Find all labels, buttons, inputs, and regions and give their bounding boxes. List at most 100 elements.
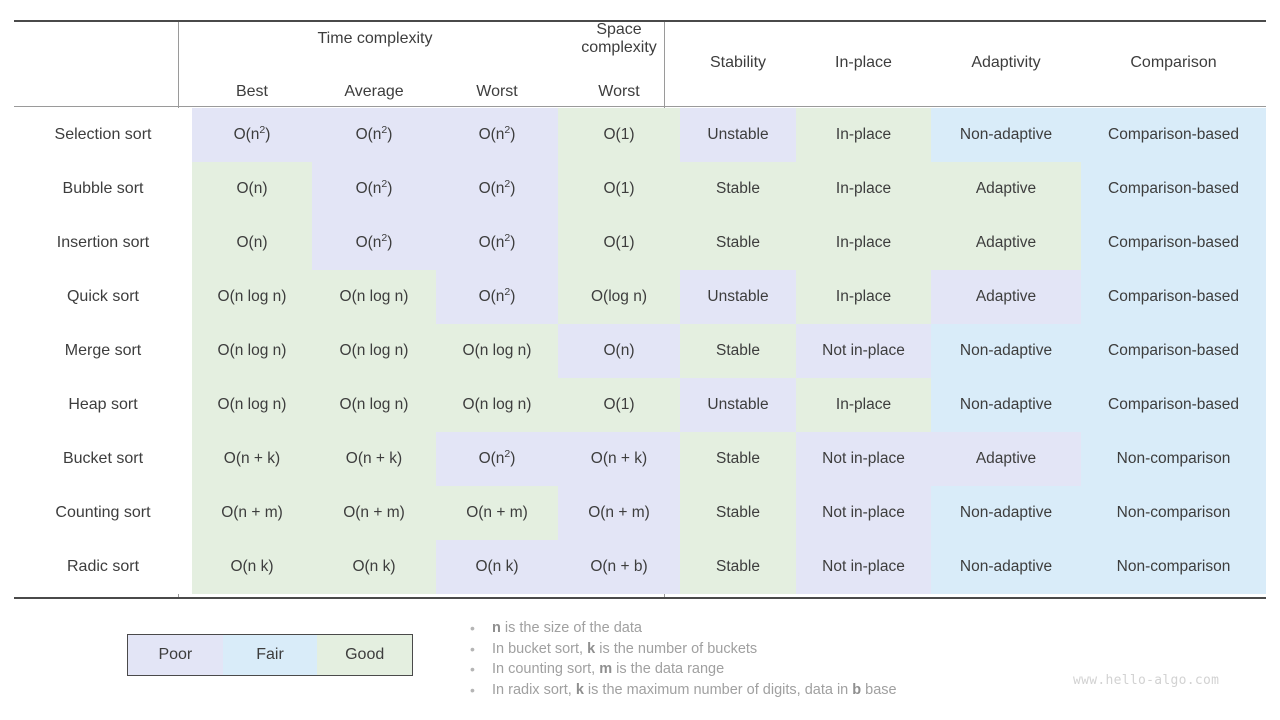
cell-in-place: In-place (796, 216, 931, 270)
header-algorithm-blank (14, 59, 192, 108)
comparison-table-wrap: Time complexity Space complexity Stabili… (14, 20, 1266, 594)
cell-comparison: Comparison-based (1081, 270, 1266, 324)
cell-adaptivity: Non-adaptive (931, 324, 1081, 378)
cell-in-place: In-place (796, 162, 931, 216)
cell-in-place: In-place (796, 378, 931, 432)
table-head: Time complexity Space complexity Stabili… (14, 20, 1266, 108)
row-algorithm-name: Counting sort (14, 486, 192, 540)
cell-adaptivity: Adaptive (931, 216, 1081, 270)
footnotes: •n is the size of the data•In bucket sor… (470, 618, 897, 700)
legend-item-good: Good (317, 635, 413, 675)
header-best: Best (235, 83, 268, 100)
cell-stability: Unstable (680, 270, 796, 324)
cell-adaptivity: Adaptive (931, 270, 1081, 324)
cell-average: O(n2) (312, 162, 436, 216)
row-algorithm-name: Heap sort (14, 378, 192, 432)
header-time-complexity: Time complexity (317, 29, 433, 47)
cell-worst-space: O(1) (558, 162, 680, 216)
cell-average: O(n log n) (312, 270, 436, 324)
cell-comparison: Comparison-based (1081, 324, 1266, 378)
cell-comparison: Comparison-based (1081, 216, 1266, 270)
cell-best: O(n) (192, 162, 312, 216)
cell-worst-time: O(n2) (436, 432, 558, 486)
cell-best: O(n + m) (192, 486, 312, 540)
cell-best: O(n + k) (192, 432, 312, 486)
cell-worst-space: O(1) (558, 108, 680, 162)
footnote-item: • In radix sort, k is the maximum number … (470, 680, 897, 701)
footnote-item: •n is the size of the data (470, 618, 897, 639)
cell-worst-space: O(n) (558, 324, 680, 378)
cell-worst-time: O(n + m) (436, 486, 558, 540)
cell-in-place: Not in-place (796, 324, 931, 378)
cell-in-place: Not in-place (796, 486, 931, 540)
cell-worst-time: O(n2) (436, 162, 558, 216)
cell-best: O(n log n) (192, 378, 312, 432)
cell-average: O(n k) (312, 540, 436, 594)
cell-average: O(n2) (312, 108, 436, 162)
cell-in-place: Not in-place (796, 540, 931, 594)
header-comparison: Comparison (1130, 54, 1217, 71)
cell-average: O(n log n) (312, 378, 436, 432)
footnote-text: n is the size of the data (492, 620, 642, 636)
header-worst-space: Worst (598, 83, 640, 100)
cell-best: O(n) (192, 216, 312, 270)
cell-comparison: Non-comparison (1081, 486, 1266, 540)
cell-in-place: In-place (796, 270, 931, 324)
bullet-icon: • (470, 661, 475, 677)
table-top-rule (14, 20, 1266, 22)
cell-comparison: Comparison-based (1081, 162, 1266, 216)
table-header-rule (14, 106, 1266, 107)
cell-worst-space: O(1) (558, 216, 680, 270)
footnote-text: In counting sort, m is the data range (492, 661, 725, 677)
cell-worst-time: O(n log n) (436, 324, 558, 378)
row-algorithm-name: Merge sort (14, 324, 192, 378)
bullet-icon: • (470, 681, 475, 698)
cell-comparison: Comparison-based (1081, 378, 1266, 432)
row-algorithm-name: Quick sort (14, 270, 192, 324)
header-adaptivity: Adaptivity (971, 54, 1041, 71)
cell-stability: Unstable (680, 378, 796, 432)
cell-stability: Stable (680, 324, 796, 378)
cell-best: O(n2) (192, 108, 312, 162)
footnote-text: In radix sort, k is the maximum number o… (492, 681, 897, 698)
cell-stability: Unstable (680, 108, 796, 162)
row-algorithm-name: Bubble sort (14, 162, 192, 216)
header-space-complexity: Space complexity (581, 20, 657, 56)
cell-worst-space: O(1) (558, 378, 680, 432)
cell-worst-time: O(n log n) (436, 378, 558, 432)
table-bottom-rule (14, 597, 1266, 599)
cell-best: O(n log n) (192, 324, 312, 378)
row-algorithm-name: Bucket sort (14, 432, 192, 486)
cell-stability: Stable (680, 540, 796, 594)
cell-average: O(n log n) (312, 324, 436, 378)
cell-worst-time: O(n2) (436, 216, 558, 270)
cell-average: O(n + m) (312, 486, 436, 540)
cell-worst-space: O(n + b) (558, 540, 680, 594)
header-average: Average (344, 83, 404, 100)
cell-worst-space: O(n + m) (558, 486, 680, 540)
row-algorithm-name: Radic sort (14, 540, 192, 594)
cell-average: O(n2) (312, 216, 436, 270)
cell-comparison: Non-comparison (1081, 432, 1266, 486)
cell-in-place: Not in-place (796, 432, 931, 486)
cell-in-place: In-place (796, 108, 931, 162)
legend-item-fair: Fair (222, 635, 318, 675)
site-watermark: www.hello-algo.com (1073, 673, 1220, 688)
header-in-place: In-place (835, 54, 892, 71)
legend-item-poor: Poor (128, 635, 223, 675)
cell-adaptivity: Non-adaptive (931, 378, 1081, 432)
cell-comparison: Comparison-based (1081, 108, 1266, 162)
cell-stability: Stable (680, 216, 796, 270)
cell-worst-space: O(log n) (558, 270, 680, 324)
bullet-icon: • (470, 640, 475, 657)
cell-adaptivity: Non-adaptive (931, 486, 1081, 540)
row-algorithm-name: Selection sort (14, 108, 192, 162)
cell-adaptivity: Adaptive (931, 162, 1081, 216)
cell-adaptivity: Non-adaptive (931, 108, 1081, 162)
footnote-text: In bucket sort, k is the number of bucke… (492, 640, 758, 657)
